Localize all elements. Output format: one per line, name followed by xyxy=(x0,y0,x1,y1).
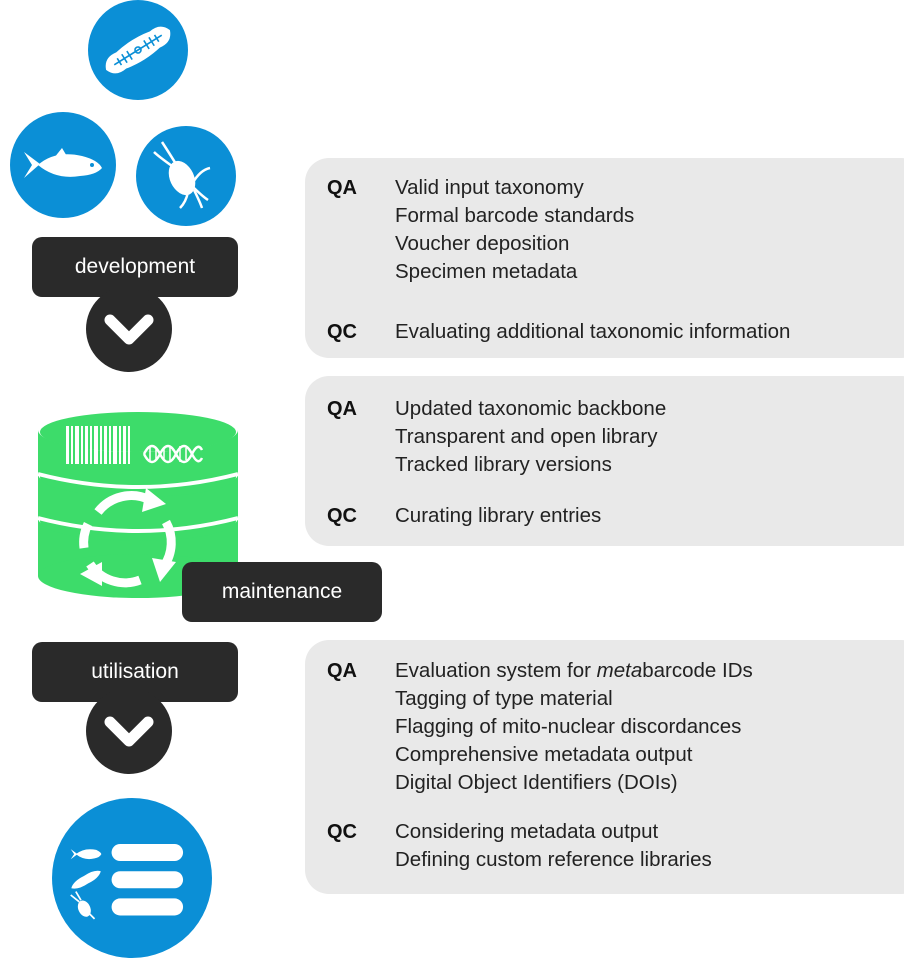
fish-icon xyxy=(10,112,116,218)
development-qa-qc-panel: QA Valid input taxonomy Formal barcode s… xyxy=(305,158,904,358)
qa-item: Tracked library versions xyxy=(395,453,612,476)
qc-tag: QC xyxy=(327,505,357,527)
utilisation-qa-qc-panel: QA Evaluation system for metabarcode IDs… xyxy=(305,640,904,894)
qa-item-prefix: Evaluation system for xyxy=(395,659,597,682)
chevron-down-icon xyxy=(86,286,172,372)
qa-item: Updated taxonomic backbone xyxy=(395,397,667,420)
qa-item: Transparent and open library xyxy=(395,425,658,448)
qc-tag: QC xyxy=(327,321,357,343)
dna-icon xyxy=(142,444,204,464)
qa-item: Formal barcode standards xyxy=(395,204,635,227)
qc-item: Defining custom reference libraries xyxy=(395,848,712,871)
results-list-icon xyxy=(52,798,212,958)
maintenance-qa-qc-panel: QA Updated taxonomic backbone Transparen… xyxy=(305,376,904,546)
qc-item: Curating library entries xyxy=(395,504,602,527)
qa-item: Digital Object Identifiers (DOIs) xyxy=(395,771,678,794)
qa-item: Comprehensive metadata output xyxy=(395,743,693,766)
qa-tag: QA xyxy=(327,177,357,199)
qa-item-metabarcode: Evaluation system for metabarcode IDs xyxy=(395,659,753,683)
database-icon xyxy=(37,408,239,598)
barcode-icon xyxy=(66,426,130,464)
qa-item: Specimen metadata xyxy=(395,260,578,283)
chevron-down-icon xyxy=(86,688,172,774)
copepod-icon xyxy=(136,126,236,226)
qa-item: Tagging of type material xyxy=(395,687,613,710)
qc-item: Evaluating additional taxonomic informat… xyxy=(395,320,791,343)
qa-item-rest: barcode IDs xyxy=(642,659,753,682)
qa-item-italic: meta xyxy=(596,659,643,682)
qa-tag: QA xyxy=(327,398,357,420)
qc-tag: QC xyxy=(327,821,357,843)
qa-item: Voucher deposition xyxy=(395,232,570,255)
qa-tag: QA xyxy=(327,660,357,682)
refresh-cycle-icon xyxy=(79,488,176,588)
qa-item: Valid input taxonomy xyxy=(395,176,584,199)
diatom-icon xyxy=(88,0,188,100)
maintenance-label: maintenance xyxy=(182,562,382,622)
qc-item: Considering metadata output xyxy=(395,820,659,843)
qa-item: Flagging of mito-nuclear discordances xyxy=(395,715,742,738)
